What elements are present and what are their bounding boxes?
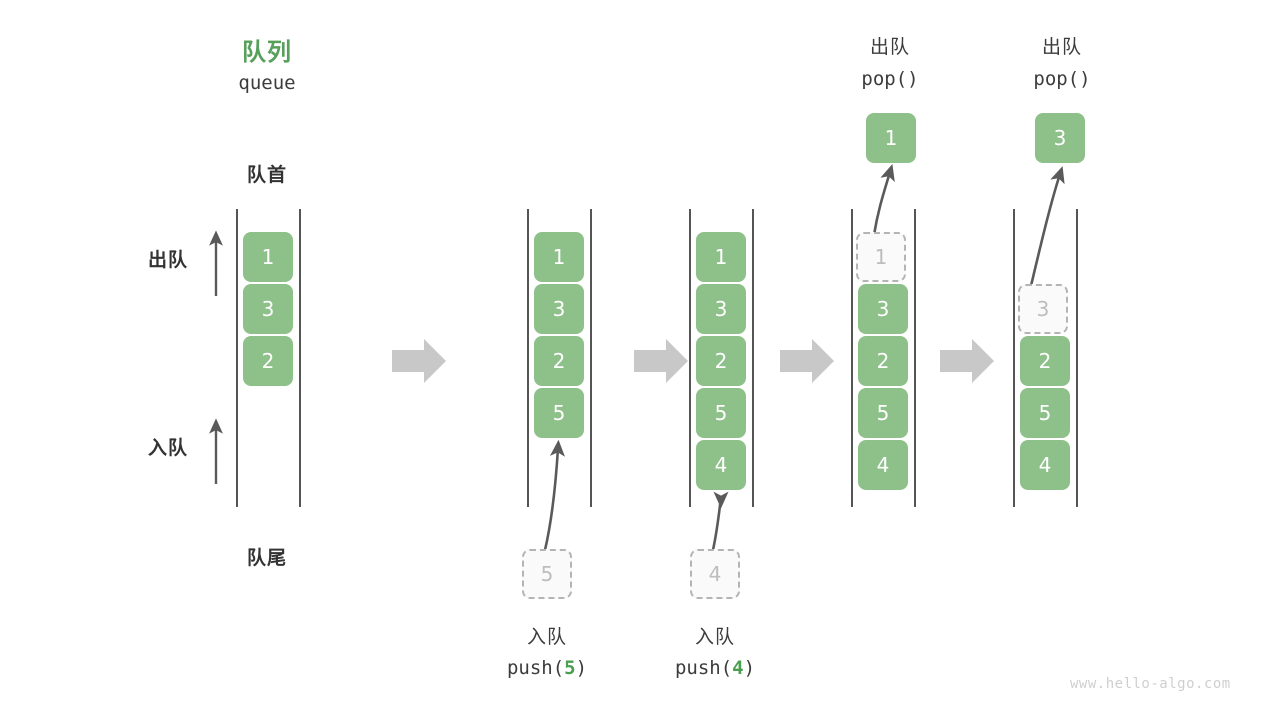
step-arrow-3 <box>780 339 834 383</box>
queue-rail-right-col4 <box>914 209 916 507</box>
pop-3-header-cn: 出队 <box>1041 36 1082 58</box>
queue-rail-left-col1 <box>236 209 238 507</box>
pop-3-motion-arrow <box>1028 166 1065 291</box>
queue-cell: 2 <box>858 336 908 386</box>
enqueue-side-label: 入队 <box>148 437 189 459</box>
queue-rail-right-col2 <box>590 209 592 507</box>
queue-cell: 3 <box>243 284 293 334</box>
queue-cell: 5 <box>534 388 584 438</box>
queue-rail-right-col5 <box>1076 209 1078 507</box>
queue-cell: 4 <box>696 440 746 490</box>
step-arrow-1 <box>392 339 446 383</box>
queue-cell-ghost: 1 <box>856 232 906 282</box>
queue-cell: 2 <box>534 336 584 386</box>
queue-rear-label: 队尾 <box>246 547 287 569</box>
queue-cell: 3 <box>534 284 584 334</box>
push-5-code-prefix: push( <box>506 657 565 679</box>
push-5-code-arg: 5 <box>564 657 576 679</box>
queue-cell: 1 <box>243 232 293 282</box>
step-arrow-2 <box>634 339 688 383</box>
push-4-code-prefix: push( <box>674 657 733 679</box>
incoming-ghost-cell: 5 <box>522 549 572 599</box>
page-title-en: queue <box>238 72 296 94</box>
watermark: www.hello-algo.com <box>1070 676 1231 692</box>
queue-rail-left-col5 <box>1013 209 1015 507</box>
queue-cell: 4 <box>1020 440 1070 490</box>
push-5-caption-code: push(5) <box>467 657 627 679</box>
popped-cell: 1 <box>866 113 916 163</box>
pop-1-header-code: pop() <box>861 68 919 90</box>
queue-cell: 2 <box>1020 336 1070 386</box>
queue-cell: 4 <box>858 440 908 490</box>
queue-rail-left-col2 <box>527 209 529 507</box>
queue-rail-left-col4 <box>851 209 853 507</box>
queue-front-label: 队首 <box>246 164 287 186</box>
pop-1-header-cn: 出队 <box>869 36 910 58</box>
push-4-caption-cn: 入队 <box>694 626 735 648</box>
push-5-caption-cn: 入队 <box>526 626 567 648</box>
queue-cell: 5 <box>1020 388 1070 438</box>
queue-cell: 5 <box>696 388 746 438</box>
incoming-ghost-cell: 4 <box>690 549 740 599</box>
queue-rail-right-col1 <box>299 209 301 507</box>
pop-3-header-code: pop() <box>1033 68 1091 90</box>
push-4-code-suffix: ) <box>743 657 756 679</box>
queue-rail-right-col3 <box>752 209 754 507</box>
queue-cell-ghost: 3 <box>1018 284 1068 334</box>
queue-cell: 3 <box>858 284 908 334</box>
push-4-code-arg: 4 <box>732 657 744 679</box>
queue-cell: 2 <box>696 336 746 386</box>
queue-cell: 1 <box>696 232 746 282</box>
queue-cell: 3 <box>696 284 746 334</box>
queue-cell: 2 <box>243 336 293 386</box>
queue-cell: 1 <box>534 232 584 282</box>
page-title-cn: 队列 <box>242 38 292 66</box>
push-4-motion-arrow <box>711 491 729 551</box>
pop-1-motion-arrow <box>872 164 895 236</box>
dequeue-side-label: 出队 <box>148 249 189 271</box>
popped-cell: 3 <box>1035 113 1085 163</box>
queue-rail-left-col3 <box>689 209 691 507</box>
push-5-code-suffix: ) <box>575 657 588 679</box>
push-5-motion-arrow <box>543 439 566 551</box>
step-arrow-4 <box>940 339 994 383</box>
push-4-caption-code: push(4) <box>635 657 795 679</box>
queue-cell: 5 <box>858 388 908 438</box>
